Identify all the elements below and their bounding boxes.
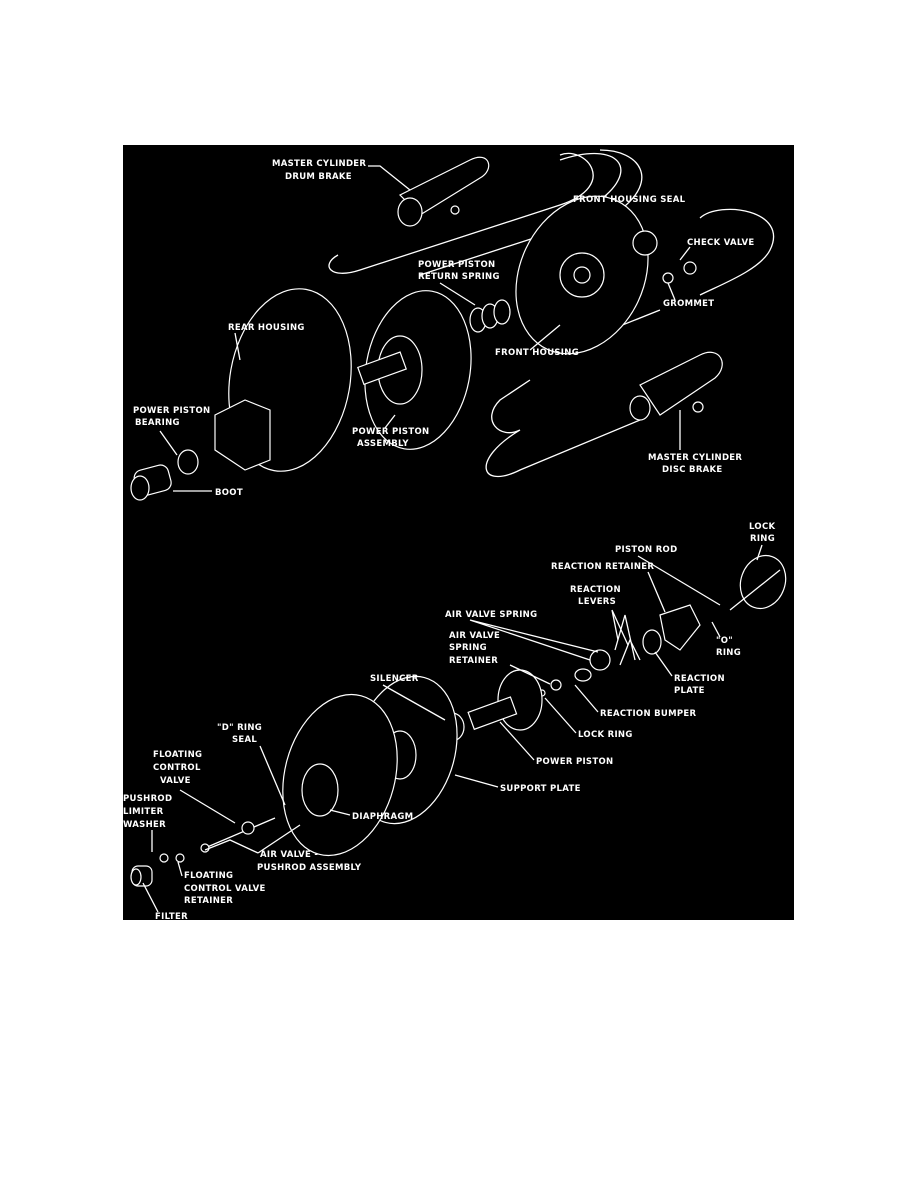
label-fcv-retainer-2: CONTROL VALVE xyxy=(184,884,266,894)
label-washer-3: WASHER xyxy=(123,820,166,830)
piston-rod-part xyxy=(729,569,781,611)
label-master-cylinder-drum-2: DRUM BRAKE xyxy=(285,172,352,182)
label-o-ring-1: "O" xyxy=(716,636,733,646)
air-valve-spring-part-small xyxy=(574,668,592,682)
label-o-ring-2: RING xyxy=(716,648,741,658)
label-support-plate: SUPPORT PLATE xyxy=(500,784,581,794)
master-cylinder-drum-part xyxy=(397,156,490,227)
label-master-cylinder-drum-1: MASTER CYLINDER xyxy=(272,159,366,169)
label-piston-rod: PISTON ROD xyxy=(615,545,677,555)
label-return-spring-1: POWER PISTON xyxy=(418,260,495,270)
label-diaphragm: DIAPHRAGM xyxy=(352,812,413,822)
return-spring-part xyxy=(469,299,511,333)
labels: MASTER CYLINDER DRUM BRAKE FRONT HOUSING… xyxy=(123,159,775,922)
filter-part xyxy=(130,865,153,887)
label-reaction-retainer: REACTION RETAINER xyxy=(551,562,654,572)
pushrod-limiter-washer-part xyxy=(159,853,169,863)
master-cylinder-disc-part xyxy=(629,351,723,421)
label-reaction-levers-1: REACTION xyxy=(570,585,621,595)
power-piston-part xyxy=(467,669,543,731)
label-grommet: GROMMET xyxy=(663,299,714,309)
label-filter: FILTER xyxy=(155,912,188,922)
label-master-cylinder-disc-1: MASTER CYLINDER xyxy=(648,453,742,463)
label-d-ring-2: SEAL xyxy=(232,735,257,745)
label-fcv-3: VALVE xyxy=(160,776,191,786)
label-front-housing: FRONT HOUSING xyxy=(495,348,579,358)
front-housing-seal-loop xyxy=(559,152,774,296)
label-avs-retainer-2: SPRING xyxy=(449,643,487,653)
label-front-housing-seal: FRONT HOUSING SEAL xyxy=(573,195,686,205)
label-washer-2: LIMITER xyxy=(123,807,164,817)
pushrod-end-part xyxy=(200,843,210,853)
label-washer-1: PUSHROD xyxy=(123,794,172,804)
label-reaction-plate-2: PLATE xyxy=(674,686,705,696)
label-boot: BOOT xyxy=(215,488,243,498)
label-lock-ring-top-2: RING xyxy=(750,534,775,544)
diagram-background xyxy=(123,145,794,920)
label-air-valve-pushrod-2: PUSHROD ASSEMBLY xyxy=(257,863,362,873)
label-return-spring-2: RETURN SPRING xyxy=(418,272,500,282)
lock-ring-top-part xyxy=(739,554,787,610)
label-fcv-2: CONTROL xyxy=(153,763,201,773)
label-d-ring-1: "D" RING xyxy=(217,723,262,733)
rear-housing-part xyxy=(214,288,352,472)
front-housing-part xyxy=(515,195,649,355)
label-fcv-retainer-3: RETAINER xyxy=(184,896,233,906)
floating-control-valve-retainer-part xyxy=(175,853,185,863)
label-reaction-plate-1: REACTION xyxy=(674,674,725,684)
label-master-cylinder-disc-2: DISC BRAKE xyxy=(662,465,723,475)
check-valve-part xyxy=(683,261,697,275)
label-pp-assembly-1: POWER PISTON xyxy=(352,427,429,437)
boot-part xyxy=(130,464,172,501)
label-bearing-2: BEARING xyxy=(135,418,180,428)
label-check-valve: CHECK VALVE xyxy=(687,238,754,248)
label-reaction-levers-2: LEVERS xyxy=(578,597,616,607)
label-bearing-1: POWER PISTON xyxy=(133,406,210,416)
label-power-piston: POWER PISTON xyxy=(536,757,613,767)
reaction-plate-part xyxy=(642,629,662,655)
power-piston-assembly-part xyxy=(357,290,472,450)
label-silencer: SILENCER xyxy=(370,674,419,684)
label-air-valve-spring: AIR VALVE SPRING xyxy=(445,610,537,620)
front-housing-seal-part xyxy=(632,230,658,256)
label-lock-ring: LOCK RING xyxy=(578,730,633,740)
label-rear-housing: REAR HOUSING xyxy=(228,323,305,333)
label-avs-retainer-3: RETAINER xyxy=(449,656,498,666)
air-valve-spring-retainer-part xyxy=(550,679,562,691)
power-piston-bearing-part xyxy=(177,449,199,475)
label-fcv-1: FLOATING xyxy=(153,750,202,760)
air-valve-pushrod-part xyxy=(204,817,276,849)
label-avs-retainer-1: AIR VALVE xyxy=(449,631,500,641)
reaction-levers-part xyxy=(614,614,641,666)
reaction-retainer-part xyxy=(659,604,701,651)
label-air-valve-pushrod-1: AIR VALVE - xyxy=(260,850,318,860)
air-valve-spring-part xyxy=(589,649,611,671)
label-lock-ring-top-1: LOCK xyxy=(749,522,775,532)
label-reaction-bumper: REACTION BUMPER xyxy=(600,709,697,719)
label-pp-assembly-2: ASSEMBLY xyxy=(357,439,409,449)
floating-control-valve-part xyxy=(241,821,255,835)
grommet-part xyxy=(662,272,674,284)
leader-lines xyxy=(142,165,763,913)
diaphragm-part xyxy=(282,693,398,857)
label-fcv-retainer-1: FLOATING xyxy=(184,871,233,881)
